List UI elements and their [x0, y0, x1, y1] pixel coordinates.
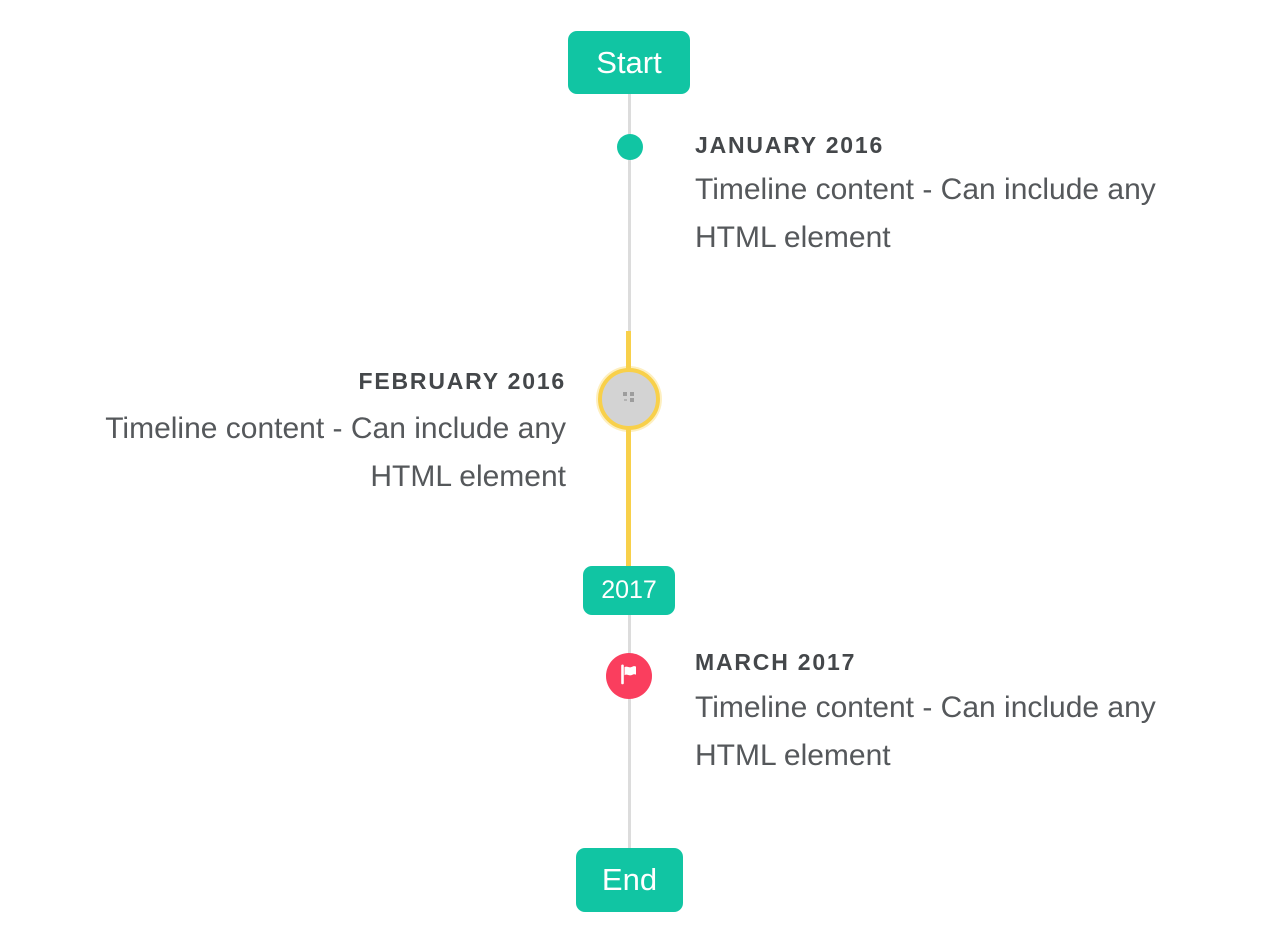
timeline-end-badge: End: [576, 848, 683, 912]
timeline-start-badge: Start: [568, 31, 690, 94]
timeline-start-badge-label: Start: [596, 44, 662, 80]
entry-content-january-2016: Timeline content - Can include any HTML …: [695, 173, 1156, 254]
entry-title-january-2016: JANUARY 2016: [695, 132, 885, 158]
image-placeholder-marker: [598, 368, 660, 430]
timeline-end-badge-label: End: [601, 862, 658, 897]
entry-title-february-2016: FEBRUARY 2016: [358, 368, 566, 394]
flag-icon: [617, 662, 641, 691]
timeline-year-badge: 2017: [583, 566, 675, 615]
entry-content-march-2017: Timeline content - Can include any HTML …: [695, 691, 1156, 772]
teal-dot-marker: [617, 134, 643, 160]
entry-content-february-2016: Timeline content - Can include any HTML …: [105, 412, 566, 493]
broken-image-icon: [622, 390, 636, 408]
timeline-line-highlight-segment: [626, 331, 631, 567]
entry-title-march-2017: MARCH 2017: [695, 649, 857, 675]
timeline-year-badge-label: 2017: [601, 576, 657, 604]
flag-marker: [606, 653, 652, 699]
